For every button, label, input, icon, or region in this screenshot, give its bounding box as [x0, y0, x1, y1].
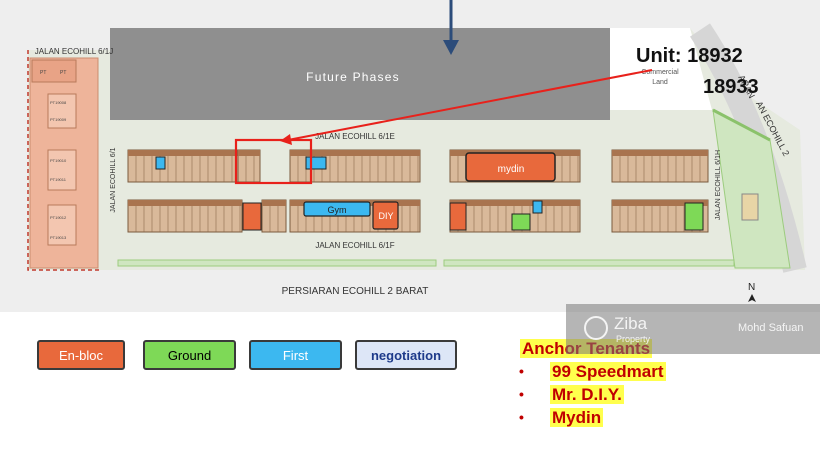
north-label: N [748, 282, 755, 293]
diy-label: DIY [378, 211, 393, 221]
legend-negotiation-label: negotiation [370, 347, 442, 363]
mydin-block [465, 152, 556, 182]
svg-text:PT: PT [60, 70, 66, 76]
target-unit-highlight [234, 138, 313, 185]
unit-label: Unit: 18932 [636, 45, 743, 67]
pointer-arrowhead-icon [280, 134, 292, 145]
ziba-logo-icon [584, 316, 608, 340]
road-label-1j: JALAN ECOHILL 6/1J [35, 47, 113, 56]
commercial-land [610, 28, 712, 110]
svg-text:PT19011: PT19011 [50, 177, 67, 182]
watermark-sub: Property [616, 334, 651, 344]
svg-text:PT19009: PT19009 [50, 117, 67, 122]
watermark: Ziba Property Mohd Safuan [566, 304, 820, 354]
anchor-tenant-1: 99 Speedmart [550, 362, 666, 381]
legend-first: First [249, 340, 342, 370]
road-label-persiaran: PERSIARAN ECOHILL 2 BARAT [282, 286, 429, 297]
svg-text:PT19013: PT19013 [50, 235, 67, 240]
commercial-land-line1: Commercial [641, 69, 679, 76]
anchor-tenant-3: Mydin [550, 408, 604, 427]
road-label-1h: JALAN ECOHILL 6/1H [715, 150, 722, 220]
north-arrow-icon [748, 294, 756, 302]
svg-text:PT19008: PT19008 [50, 100, 67, 105]
watermark-brand: Ziba [614, 314, 648, 333]
commercial-land-line2: Land [652, 79, 668, 86]
site-plan-map: Future Phases Commercial Land PT PT PT19… [0, 0, 820, 312]
bullet-2: • [519, 386, 524, 402]
legend-first-label: First [282, 347, 309, 363]
anchor-tenant-2: Mr. D.I.Y. [550, 385, 624, 404]
watermark-agent: Mohd Safuan [738, 322, 804, 334]
svg-text:PT: PT [40, 70, 46, 76]
legend-enbloc: En-bloc [37, 340, 125, 370]
arrow-down-icon [443, 40, 459, 55]
legend-enbloc-label: En-bloc [58, 347, 104, 363]
future-phases-block [110, 28, 610, 120]
gym-label: Gym [328, 205, 347, 215]
gym-block [303, 201, 371, 217]
diy-block [372, 201, 399, 230]
bullet-1: • [519, 363, 524, 379]
svg-text:PT19012: PT19012 [50, 215, 67, 220]
legend-ground: Ground [143, 340, 236, 370]
bullet-3: • [519, 409, 524, 425]
svg-text:PT19010: PT19010 [50, 158, 67, 163]
road-label-1e: JALAN ECOHILL 6/1E [315, 132, 395, 141]
pointer-line [287, 69, 653, 141]
legend-ground-label: Ground [167, 347, 212, 363]
future-phases-label: Future Phases [306, 70, 400, 84]
road-label-1: JALAN ECOHILL 6/1 [110, 147, 117, 212]
legend-negotiation: negotiation [355, 340, 457, 370]
unit-label-2: 18933 [703, 76, 759, 98]
mydin-label: mydin [498, 164, 525, 175]
road-label-1f: JALAN ECOHILL 6/1F [315, 241, 394, 250]
